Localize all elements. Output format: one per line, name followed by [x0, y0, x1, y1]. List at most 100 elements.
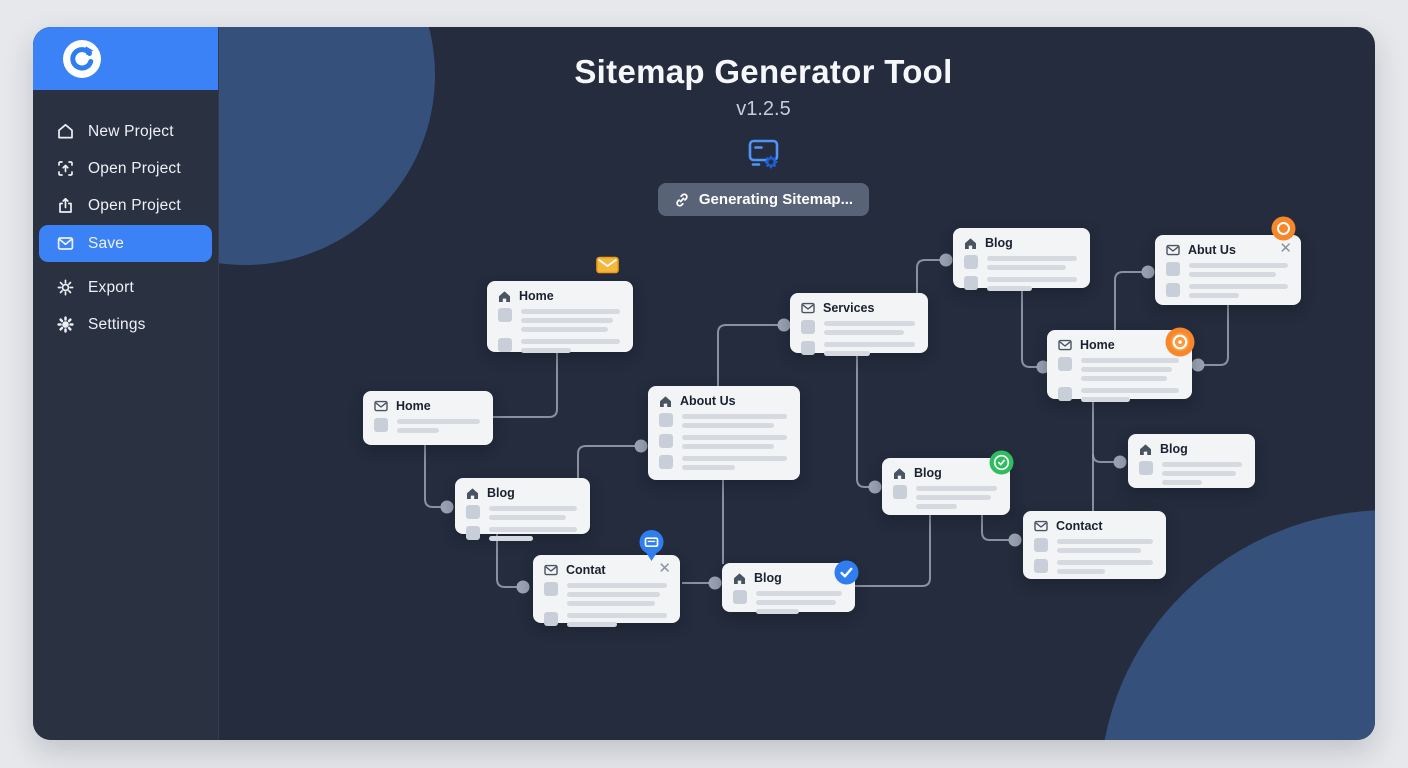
- skeleton-line: [489, 506, 577, 511]
- skeleton-line: [397, 419, 480, 424]
- sidebar-item-label: Open Project: [88, 196, 181, 214]
- sitemap-node-contact-bottom[interactable]: Contat ✕: [533, 530, 680, 627]
- connector-line: [1114, 271, 1142, 330]
- skeleton-line: [521, 318, 614, 323]
- node-title: About Us: [680, 394, 736, 408]
- sitemap-node-blog-green[interactable]: Blog: [882, 450, 1014, 516]
- skeleton-line: [1081, 388, 1179, 393]
- skeleton-line: [521, 339, 620, 344]
- skeleton-line: [987, 256, 1077, 261]
- skeleton-line: [1057, 548, 1142, 553]
- skeleton-thumb: [801, 341, 815, 355]
- connector-line: [1204, 305, 1229, 366]
- content-skeleton: [882, 482, 1010, 516]
- upload-box-icon: [56, 196, 75, 215]
- skeleton-thumb: [893, 485, 907, 499]
- skeleton-line: [682, 456, 787, 461]
- sitemap-node-services[interactable]: Services: [790, 293, 928, 356]
- skeleton-line: [756, 591, 842, 596]
- skeleton-thumb: [466, 505, 480, 519]
- check-green-badge: [989, 450, 1014, 475]
- sitemap-node-blog-bottom[interactable]: Blog: [722, 560, 859, 614]
- connector-line: [424, 445, 442, 508]
- sitemap-node-about-right[interactable]: Abut Us ✕: [1155, 216, 1301, 305]
- sidebar-item-open-project-2[interactable]: Open Project: [33, 187, 218, 224]
- check-blue-badge: [834, 560, 859, 585]
- sitemap-node-home-left[interactable]: Home: [363, 391, 493, 445]
- close-icon[interactable]: ✕: [658, 560, 671, 577]
- skeleton-line: [916, 495, 992, 500]
- skeleton-thumb: [544, 612, 558, 626]
- sitemap-node-blog-right[interactable]: Blog: [1128, 434, 1255, 488]
- skeleton-line: [521, 309, 620, 314]
- skeleton-line: [567, 613, 667, 618]
- node-title: Contact: [1056, 519, 1103, 533]
- sidebar-item-open-project-1[interactable]: Open Project: [33, 150, 218, 187]
- connector-dot: [634, 439, 648, 453]
- sidebar-item-new-project-0[interactable]: New Project: [33, 113, 218, 150]
- sidebar-item-save-3[interactable]: Save: [39, 225, 212, 262]
- skeleton-line: [756, 600, 836, 605]
- skeleton-thumb: [964, 255, 978, 269]
- sidebar-item-label: Export: [88, 278, 134, 296]
- node-title: Home: [396, 399, 431, 413]
- skeleton-line: [567, 583, 667, 588]
- connector-line: [916, 259, 940, 293]
- sidebar-brand-header: [33, 27, 218, 90]
- sidebar-item-label: New Project: [88, 122, 174, 140]
- node-title: Abut Us: [1188, 243, 1236, 257]
- sitemap-node-blog-top[interactable]: Blog: [953, 228, 1090, 291]
- connector-dot: [440, 500, 454, 514]
- connector-dot: [516, 580, 530, 594]
- gear-filled-icon: [56, 315, 75, 334]
- skeleton-line: [567, 592, 660, 597]
- sitemap-canvas[interactable]: Home Home Blog Contat ✕ Blog About Us Se…: [33, 27, 1375, 740]
- skeleton-line: [682, 414, 787, 419]
- skeleton-thumb: [498, 338, 512, 352]
- import-icon: [56, 159, 75, 178]
- mail-icon: [544, 564, 558, 576]
- generating-sitemap-button[interactable]: Generating Sitemap...: [657, 183, 870, 216]
- skeleton-thumb: [544, 582, 558, 596]
- sitemap-node-blog-left[interactable]: Blog: [455, 478, 590, 541]
- skeleton-line: [1162, 480, 1202, 485]
- content-skeleton: [1128, 458, 1255, 492]
- sidebar-item-export-4[interactable]: Export: [33, 269, 218, 306]
- mail-icon: [1058, 339, 1072, 351]
- sitemap-node-about-center[interactable]: About Us: [648, 386, 800, 480]
- home-icon: [1139, 443, 1152, 456]
- node-title: Home: [519, 289, 554, 303]
- connector-line: [717, 324, 778, 386]
- skeleton-line: [521, 348, 571, 353]
- connector-dot: [939, 253, 953, 267]
- close-icon[interactable]: ✕: [1279, 240, 1292, 257]
- skeleton-line: [1057, 539, 1153, 544]
- node-title: Home: [1080, 338, 1115, 352]
- home-icon: [498, 290, 511, 303]
- skeleton-line: [1081, 397, 1130, 402]
- mail-icon: [1034, 520, 1048, 532]
- sitemap-node-home-right[interactable]: Home: [1047, 327, 1195, 402]
- skeleton-line: [1081, 358, 1179, 363]
- gear-outline-icon: [56, 278, 75, 297]
- connector-line: [855, 515, 931, 587]
- skeleton-line: [682, 423, 775, 428]
- skeleton-thumb: [1058, 357, 1072, 371]
- sitemap-node-contact-right[interactable]: Contact: [1023, 511, 1166, 579]
- node-title: Blog: [914, 466, 942, 480]
- sitemap-node-home-top[interactable]: Home: [487, 256, 633, 353]
- content-skeleton: [533, 579, 680, 634]
- skeleton-line: [489, 527, 577, 532]
- connector-line: [1021, 288, 1037, 368]
- skeleton-thumb: [466, 526, 480, 540]
- skeleton-line: [489, 536, 533, 541]
- connector-dot: [868, 480, 882, 494]
- skeleton-thumb: [1058, 387, 1072, 401]
- skeleton-line: [1189, 284, 1288, 289]
- skeleton-line: [824, 321, 915, 326]
- sidebar-item-settings-5[interactable]: Settings: [33, 306, 218, 343]
- link-icon: [674, 192, 690, 208]
- connector-dot: [1141, 265, 1155, 279]
- skeleton-thumb: [1166, 283, 1180, 297]
